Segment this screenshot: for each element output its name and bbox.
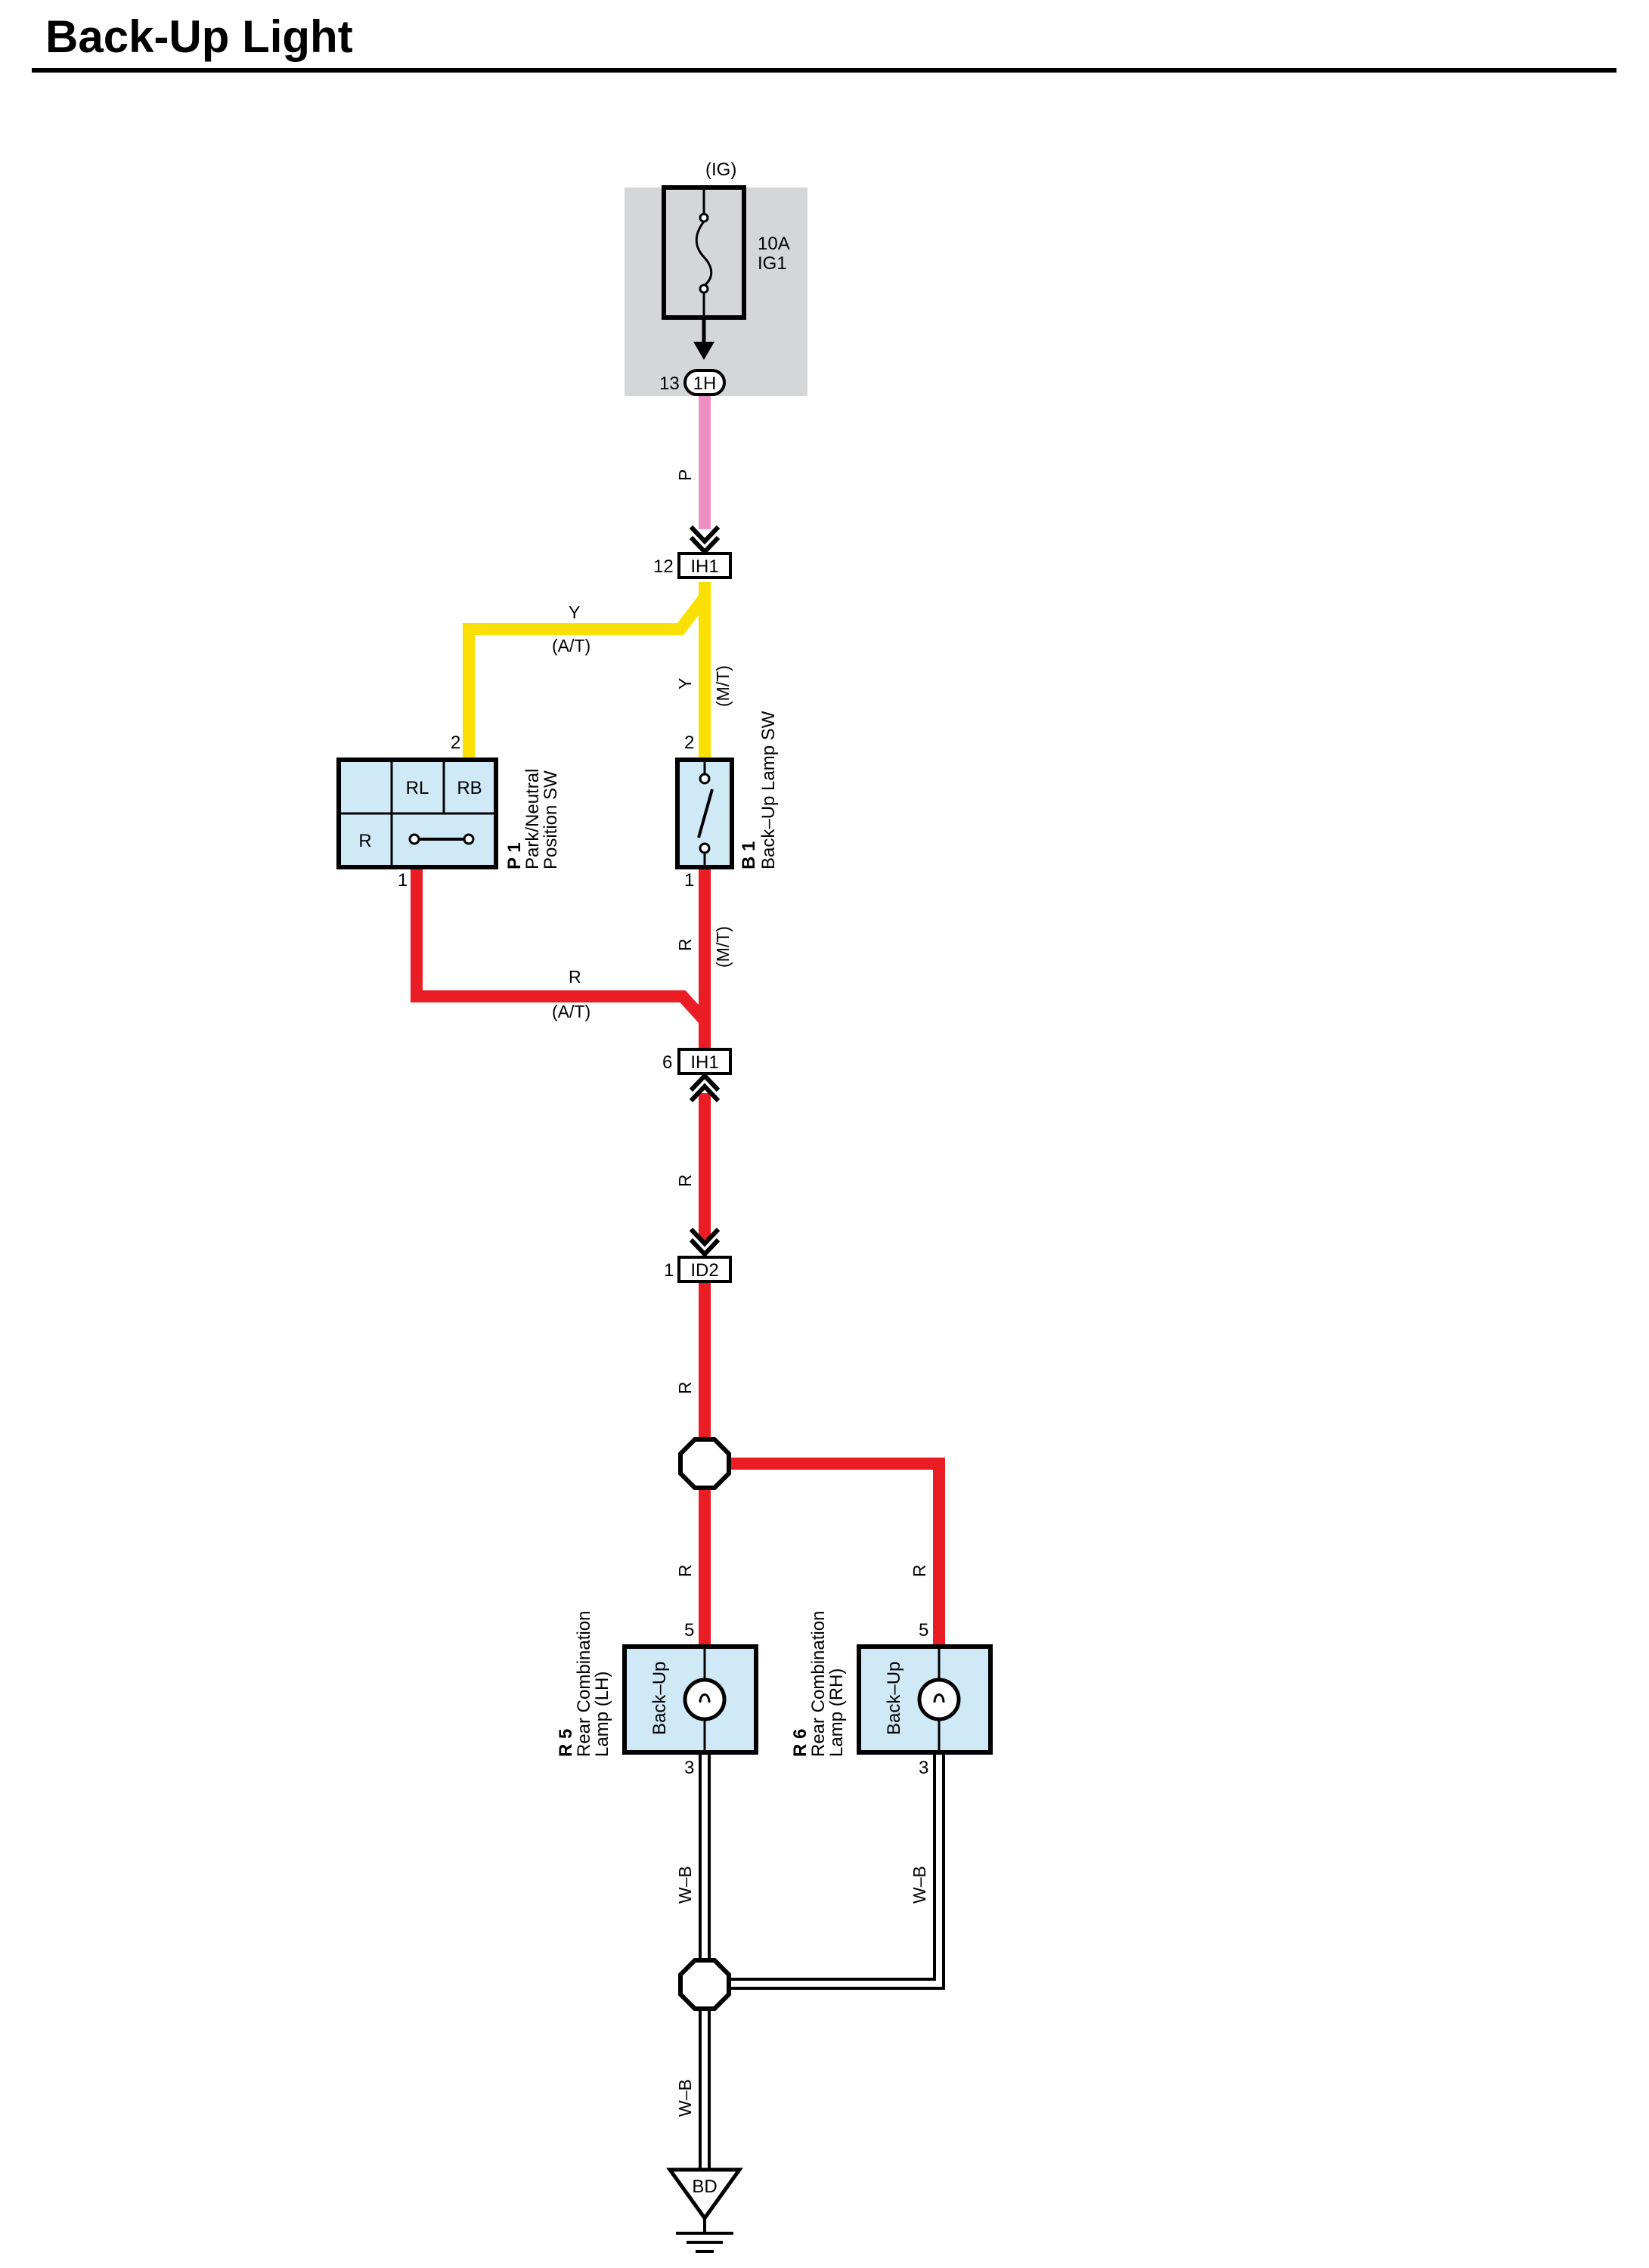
wire-label-mt-top: (M/T)	[713, 665, 733, 707]
ground-id: BD	[692, 2177, 717, 2197]
pn-switch-contact-left	[408, 833, 420, 845]
wire-label-at-top: (A/T)	[552, 636, 590, 655]
connector-ih1-bottom: IH1 6	[662, 1048, 732, 1103]
wire-label-p: P	[675, 469, 695, 481]
bu-switch-name: Back–Up Lamp SW	[758, 711, 779, 869]
connector-ih1-top-box	[677, 552, 732, 579]
connector-ih1-top-pin: 12	[653, 556, 674, 577]
fuse-block: (IG) 10A IG1 1H 13	[625, 160, 807, 396]
fuse-box-background	[625, 187, 807, 396]
fuse-rating: 10A	[758, 234, 790, 254]
title-rule	[32, 68, 1616, 73]
connector-1h-id: 1H	[693, 373, 717, 394]
connector-id2-pin: 1	[664, 1260, 674, 1281]
chevron-down-icon	[689, 1227, 721, 1258]
lamp-lh-code: R 5	[556, 1729, 576, 1757]
lamp-rh-pin-in: 5	[919, 1620, 928, 1641]
park-neutral-position-switch: RL RB R 2 1 P 1 Park/Neutral Position SW	[336, 733, 561, 891]
wire-wb-rh-inner	[724, 1752, 942, 1987]
pn-switch-contact-right	[463, 833, 475, 845]
connector-1h-pin: 13	[659, 373, 680, 394]
wire-yellow-at	[463, 593, 710, 758]
wires	[411, 396, 945, 2173]
connector-ih1-bottom-id: IH1	[690, 1052, 718, 1073]
wire-label-at-bottom: (A/T)	[552, 1002, 590, 1021]
wire-label-r-mt: R	[675, 938, 695, 951]
pn-switch-name-line2: Position SW	[541, 770, 561, 869]
fuse-circuit-label: (IG)	[705, 160, 736, 180]
fuse-output-arrow	[693, 342, 714, 360]
ground-triangle	[666, 2167, 743, 2222]
bu-switch-pin-in: 2	[684, 733, 694, 753]
connector-id2: ID2 1	[664, 1227, 732, 1283]
pn-switch-pos-rb: RB	[457, 778, 482, 798]
wire-label-y-mt: Y	[675, 678, 695, 689]
connector-id2-box	[677, 1256, 732, 1283]
wire-label-r-rh: R	[910, 1564, 929, 1577]
wire-label-r-id2-splice: R	[675, 1381, 695, 1394]
wire-red-splice-to-rh	[724, 1458, 945, 1647]
wire-label-y-at: Y	[569, 603, 580, 622]
lamp-lh-bulb-label: Back–Up	[649, 1662, 670, 1735]
pn-switch-code: P 1	[504, 842, 525, 869]
wire-wb-rh-outer	[724, 1752, 945, 1990]
wire-label-wb-ground: W–B	[675, 2079, 695, 2117]
lamp-lh-name-line1: Rear Combination	[574, 1611, 594, 1757]
pn-switch-pos-rl: RL	[406, 778, 429, 798]
lamp-lh-pin-out: 3	[684, 1758, 694, 1778]
splice-lower	[678, 1958, 731, 2011]
page-title: Back-Up Light	[45, 11, 353, 62]
fuse-terminal-bottom	[699, 284, 709, 294]
splice-upper	[678, 1437, 731, 1490]
chevron-down-icon	[689, 525, 721, 556]
bulb-icon	[683, 1678, 727, 1721]
connector-ih1-top-id: IH1	[690, 556, 718, 577]
connector-ih1-bottom-box	[677, 1048, 732, 1075]
wire-label-mt-bottom: (M/T)	[713, 926, 733, 968]
bu-switch-code: B 1	[739, 841, 759, 869]
lamp-rh-pin-out: 3	[919, 1758, 928, 1778]
lamp-lh-filament	[699, 1693, 711, 1703]
wire-label-r-ih1-id2: R	[675, 1174, 695, 1187]
pn-switch-name-line1: Park/Neutral	[522, 769, 543, 869]
lamp-lh-pin-in: 5	[684, 1620, 694, 1641]
pn-switch-pin-out: 1	[398, 870, 408, 891]
pn-switch-pin-in: 2	[451, 733, 460, 753]
bu-switch-pin-out: 1	[684, 870, 694, 891]
connector-id2-id: ID2	[690, 1260, 718, 1281]
bulb-icon	[917, 1678, 961, 1721]
bu-switch-contact-top	[699, 773, 711, 785]
fuse-name: IG1	[758, 253, 787, 274]
rear-combination-lamp-rh: Back–Up 5 3 R 6 Rear Combination Lamp (R…	[790, 1611, 993, 1778]
splice-lower-shape	[678, 1958, 731, 2011]
back-up-lamp-switch: 2 1 B 1 Back–Up Lamp SW	[675, 711, 779, 891]
wire-label-wb-rh: W–B	[910, 1866, 929, 1904]
wire-label-r-at: R	[569, 967, 581, 987]
lamp-rh-name-line1: Rear Combination	[808, 1611, 829, 1757]
lamp-lh-name-line2: Lamp (LH)	[592, 1672, 612, 1757]
connector-ih1-top: IH1 12	[653, 525, 732, 579]
wire-label-wb-lh: W–B	[675, 1866, 695, 1904]
bu-switch-blade	[697, 789, 714, 838]
splice-upper-shape	[678, 1437, 731, 1490]
lamp-rh-name-line2: Lamp (RH)	[826, 1668, 847, 1757]
wire-labels: P Y (A/T) Y (M/T) R (M/T) R (A/T) R R R …	[552, 469, 929, 2117]
fuse-element	[695, 221, 713, 287]
chevron-up-icon	[689, 1072, 721, 1103]
pn-switch-pos-r: R	[358, 831, 371, 851]
connector-1h-shape	[683, 369, 726, 396]
bu-switch-contact-bottom	[699, 842, 711, 854]
rear-combination-lamp-lh: Back–Up 5 3 R 5 Rear Combination Lamp (L…	[556, 1611, 758, 1778]
connector-ih1-bottom-pin: 6	[662, 1052, 672, 1073]
lamp-rh-bulb-label: Back–Up	[884, 1662, 904, 1735]
fuse-terminal-top	[699, 212, 709, 223]
ground-bd: BD	[666, 2167, 743, 2253]
lamp-rh-code: R 6	[790, 1729, 811, 1757]
wire-label-r-lh: R	[675, 1564, 695, 1577]
wire-red-at	[411, 867, 709, 1025]
lamp-rh-filament	[933, 1693, 945, 1703]
